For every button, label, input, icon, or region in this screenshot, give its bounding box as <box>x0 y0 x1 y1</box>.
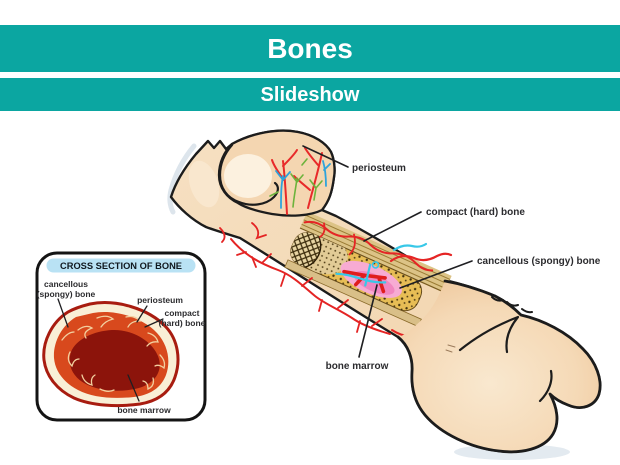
inset-cancellous-pointer <box>57 298 69 328</box>
inset-label-cancellous-1: cancellous <box>44 279 88 289</box>
cancellous-pointer <box>399 260 473 289</box>
bone-head <box>396 279 602 454</box>
marrow-center <box>69 329 160 391</box>
head-crease-upper <box>458 315 520 354</box>
page-subtitle: Slideshow <box>261 84 360 106</box>
label-bone-marrow: bone marrow <box>326 361 389 372</box>
label-compact-bone: compact (hard) bone <box>426 207 525 218</box>
inset-label-compact-1: compact <box>165 308 200 318</box>
periosteum-pointer <box>302 145 349 168</box>
head-crease-lower <box>538 369 553 403</box>
periosteal-vessel <box>303 220 434 272</box>
inset-label-marrow: bone marrow <box>117 405 171 415</box>
vessel-ring <box>371 261 380 269</box>
cross-section-drawing <box>42 301 180 408</box>
head-surface-ticks <box>491 296 533 314</box>
inset-labels: cancellous (spongy) bone periosteum comp… <box>37 279 206 415</box>
shadow-left <box>167 143 197 215</box>
compact-pointer <box>363 211 422 242</box>
inset-compact-pointer <box>144 318 164 328</box>
inset-periosteum-pointer <box>136 305 148 323</box>
marrow-artery <box>342 269 387 294</box>
shaft-cutaway <box>284 211 452 328</box>
escaping-vein <box>392 242 428 252</box>
title-bar <box>0 25 620 72</box>
bone-illustration: periosteum compact (hard) bone cancellou… <box>167 129 602 460</box>
inset-label-cancellous-2: (spongy) bone <box>37 289 96 299</box>
cross-section-inset: CROSS SECTION OF BONE cancellous (spon <box>35 251 207 422</box>
diagram-labels: periosteum compact (hard) bone cancellou… <box>302 145 601 372</box>
flap-vessels <box>269 147 331 215</box>
page-title: Bones <box>267 33 353 64</box>
inset-title: CROSS SECTION OF BONE <box>60 261 182 271</box>
head-tiny-marks <box>445 344 456 353</box>
surface-vessels <box>219 222 411 337</box>
subtitle-bar <box>0 78 620 111</box>
bone-end-highlight <box>188 160 220 208</box>
escaping-artery <box>389 252 453 263</box>
inset-label-compact-2: (hard) bone <box>159 318 206 328</box>
marrow-vein <box>335 263 387 287</box>
trabeculae-texture <box>61 315 166 392</box>
inset-marrow-pointer <box>127 374 140 402</box>
label-cancellous-bone: cancellous (spongy) bone <box>477 256 601 267</box>
flap-roll-highlight <box>224 154 272 198</box>
label-periosteum: periosteum <box>352 163 406 174</box>
inset-banner <box>46 258 196 273</box>
periosteum-flap <box>217 129 336 217</box>
inset-label-periosteum: periosteum <box>137 295 183 305</box>
header: Bones Slideshow <box>0 25 620 111</box>
marrow-pointer <box>358 284 378 358</box>
